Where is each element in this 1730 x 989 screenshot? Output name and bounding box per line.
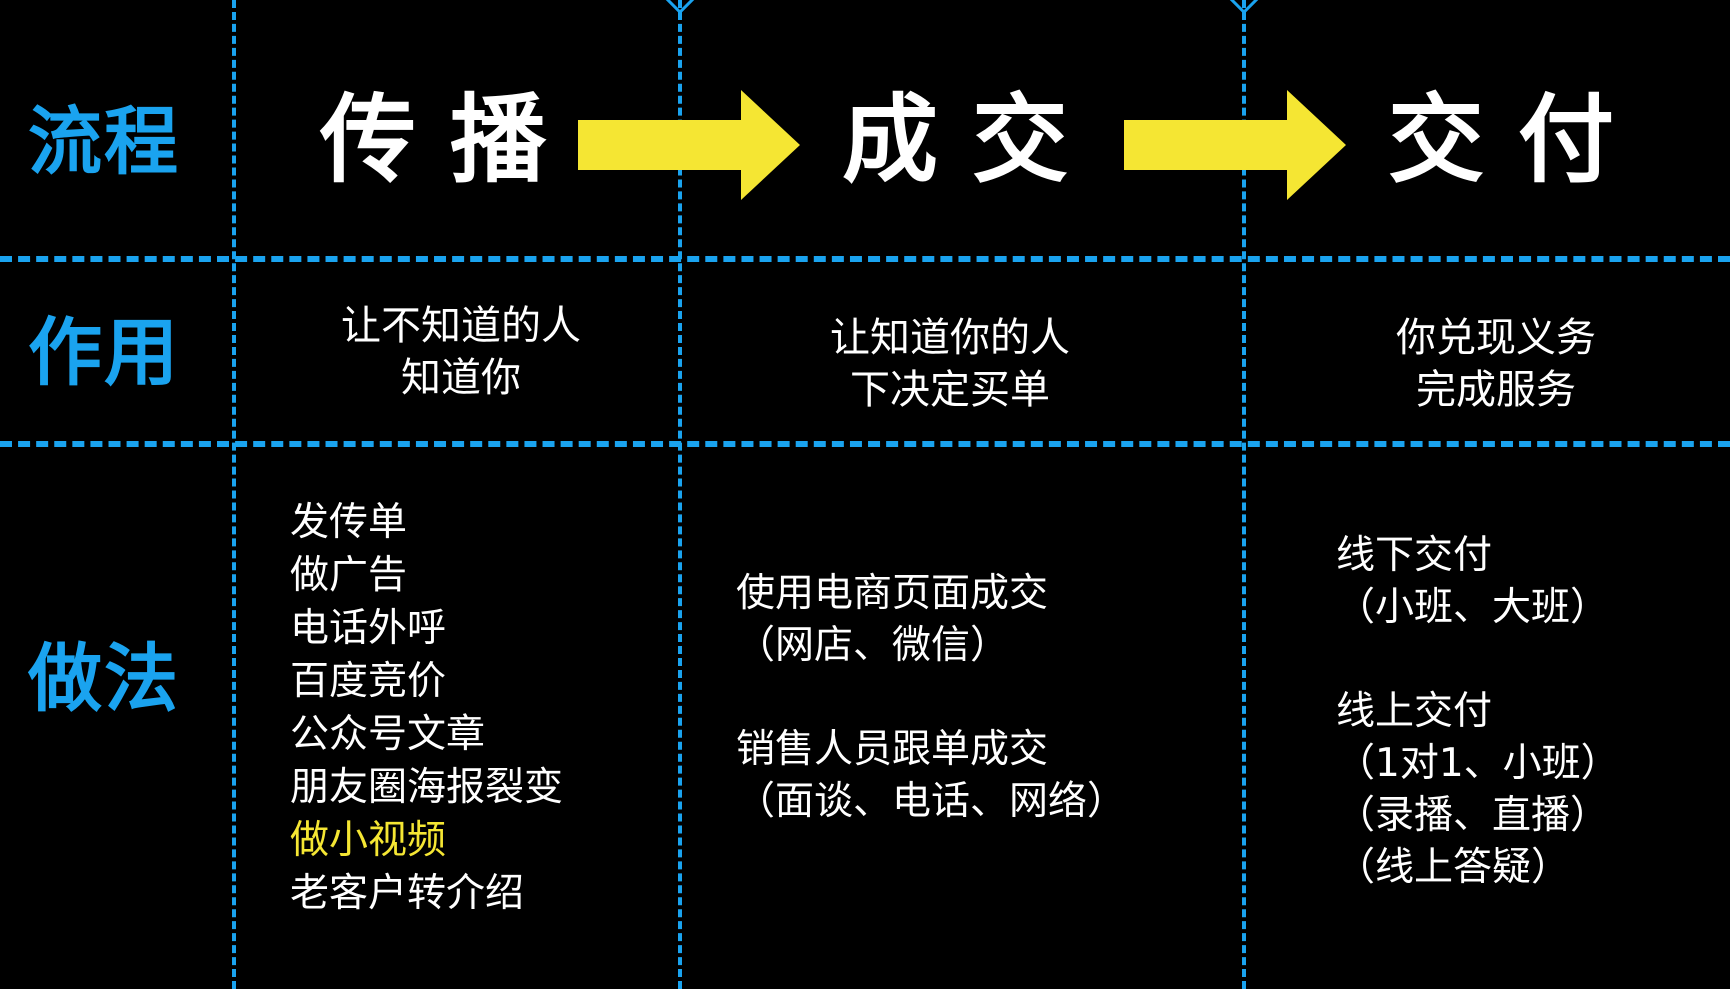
right-arrow-shape (578, 90, 800, 200)
method-item: （1对1、小班） (1336, 741, 1620, 786)
method-item: 电话外呼 (290, 606, 447, 651)
methods-deal: 使用电商页面成交 （网店、微信） 销售人员跟单成交 （面谈、电话、网络） (736, 568, 1126, 828)
purpose-deliver: 你兑现义务 完成服务 (1276, 312, 1716, 416)
method-spacer (736, 672, 1126, 724)
method-item: 做广告 (290, 553, 408, 598)
method-spacer (1336, 634, 1620, 686)
purpose-line: 下决定买单 (850, 367, 1050, 413)
stage-deliver: 交付 (1388, 84, 1648, 196)
purpose-line: 完成服务 (1416, 367, 1576, 413)
method-item: 朋友圈海报裂变 (290, 765, 564, 810)
row-label-process: 流程 (28, 99, 180, 185)
grid-divider-label-column (232, 0, 236, 989)
method-item: （小班、大班） (1336, 585, 1610, 630)
method-item: 老客户转介绍 (290, 871, 525, 916)
purpose-spread: 让不知道的人 知道你 (241, 300, 681, 404)
grid-divider-spread-deal (658, 0, 702, 989)
right-arrow-shape (1124, 90, 1346, 200)
methods-deliver: 线下交付 （小班、大班） 线上交付 （1对1、小班） （录播、直播） （线上答疑… (1336, 530, 1620, 894)
method-item: 使用电商页面成交 (736, 571, 1049, 616)
notch-decoration (1222, 0, 1266, 15)
methods-spread: 发传单 做广告 电话外呼 百度竞价 公众号文章 朋友圈海报裂变 做小视频 老客户… (290, 496, 563, 920)
stage-spread: 传播 (320, 84, 580, 196)
grid-divider-row-1 (0, 256, 1730, 262)
grid-divider-deal-deliver (1222, 0, 1266, 989)
method-item: 发传单 (290, 500, 408, 545)
method-item-highlighted: 做小视频 (290, 818, 447, 863)
method-item: 百度竞价 (290, 659, 447, 704)
method-item: （网店、微信） (736, 623, 1010, 668)
row-label-role: 作用 (28, 310, 180, 396)
method-item: （录播、直播） (1336, 793, 1610, 838)
method-item: 线下交付 (1336, 533, 1493, 578)
stage-deal: 成交 (842, 84, 1102, 196)
notch-decoration (658, 0, 702, 15)
purpose-line: 你兑现义务 (1396, 315, 1596, 361)
method-item: 线上交付 (1336, 689, 1493, 734)
right-arrow-icon (1124, 90, 1346, 200)
method-item: 公众号文章 (290, 712, 486, 757)
right-arrow-icon (578, 90, 800, 200)
purpose-deal: 让知道你的人 下决定买单 (730, 312, 1170, 416)
method-item: （线上答疑） (1336, 845, 1571, 890)
purpose-line: 知道你 (401, 355, 521, 401)
purpose-line: 让知道你的人 (830, 315, 1070, 361)
grid-divider-row-2 (0, 441, 1730, 447)
purpose-line: 让不知道的人 (341, 303, 581, 349)
method-item: 销售人员跟单成交 (736, 727, 1049, 772)
method-item: （面谈、电话、网络） (736, 779, 1127, 824)
row-label-practice: 做法 (28, 636, 180, 722)
